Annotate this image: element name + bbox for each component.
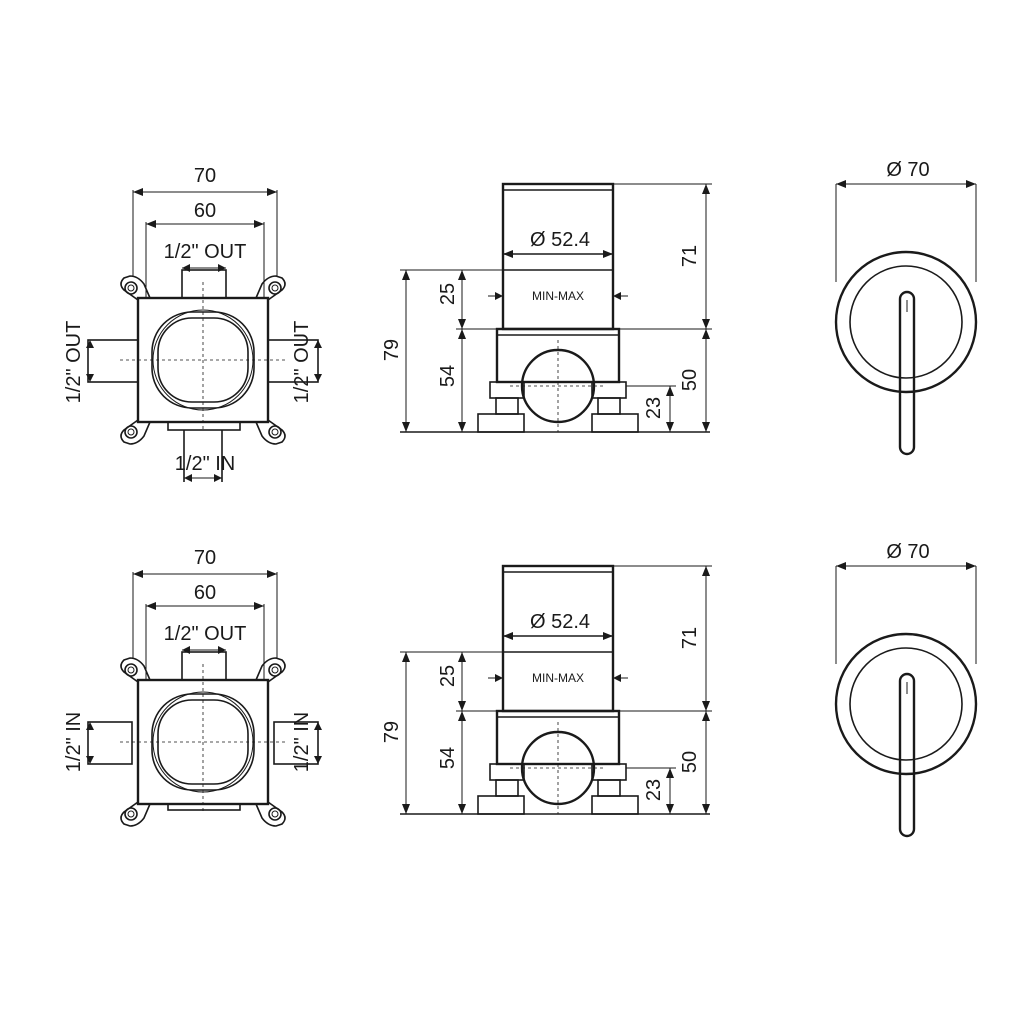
label-left-port: 1/2" OUT <box>63 321 85 404</box>
label-right-port: 1/2" OUT <box>291 321 313 404</box>
side-view-1: Ø 52.4 MIN-MAX 79 25 54 71 50 23 <box>381 182 714 434</box>
dim-top: 71 <box>679 627 701 649</box>
side-diameter: Ø 52.4 <box>530 611 590 633</box>
label-bottom-port: 1/2" IN <box>175 453 235 475</box>
plan-dim-inner: 60 <box>194 582 216 604</box>
label-left-port: 1/2" IN <box>63 712 85 772</box>
label-top-port: 1/2" OUT <box>164 241 247 263</box>
dim-range: 25 <box>437 283 459 305</box>
row-2: 70 60 1/2" OUT 1/2" IN 1/2" IN Ø 52.4 MI… <box>63 541 978 838</box>
front-diameter: Ø 70 <box>886 159 929 181</box>
dim-total: 79 <box>381 339 403 361</box>
dim-body: 54 <box>437 747 459 769</box>
dim-range: 25 <box>437 665 459 687</box>
dim-total: 79 <box>381 721 403 743</box>
plan-dim-outer: 70 <box>194 165 216 187</box>
plan-dim-outer: 70 <box>194 547 216 569</box>
label-right-port: 1/2" IN <box>291 712 313 772</box>
dim-base: 23 <box>643 779 665 801</box>
front-view-1: Ø 70 <box>834 159 978 456</box>
dim-base: 23 <box>643 397 665 419</box>
plan-view-1: 70 60 1/2" OUT 1/2" OUT 1/2" OUT 1/2" IN <box>63 165 323 483</box>
side-view-2: Ø 52.4 MIN-MAX 79 25 54 71 50 23 <box>381 564 714 816</box>
front-view-2: Ø 70 <box>834 541 978 838</box>
dim-low: 50 <box>679 751 701 773</box>
row-1: 70 60 1/2" OUT 1/2" OUT 1/2" OUT 1/2" IN… <box>63 159 978 483</box>
side-diameter: Ø 52.4 <box>530 229 590 251</box>
dim-low: 50 <box>679 369 701 391</box>
dim-body: 54 <box>437 365 459 387</box>
plan-dim-inner: 60 <box>194 200 216 222</box>
side-range: MIN-MAX <box>532 671 584 685</box>
plan-view-2: 70 60 1/2" OUT 1/2" IN 1/2" IN <box>63 547 323 828</box>
label-top-port: 1/2" OUT <box>164 623 247 645</box>
dim-top: 71 <box>679 245 701 267</box>
front-diameter: Ø 70 <box>886 541 929 563</box>
side-range: MIN-MAX <box>532 289 584 303</box>
